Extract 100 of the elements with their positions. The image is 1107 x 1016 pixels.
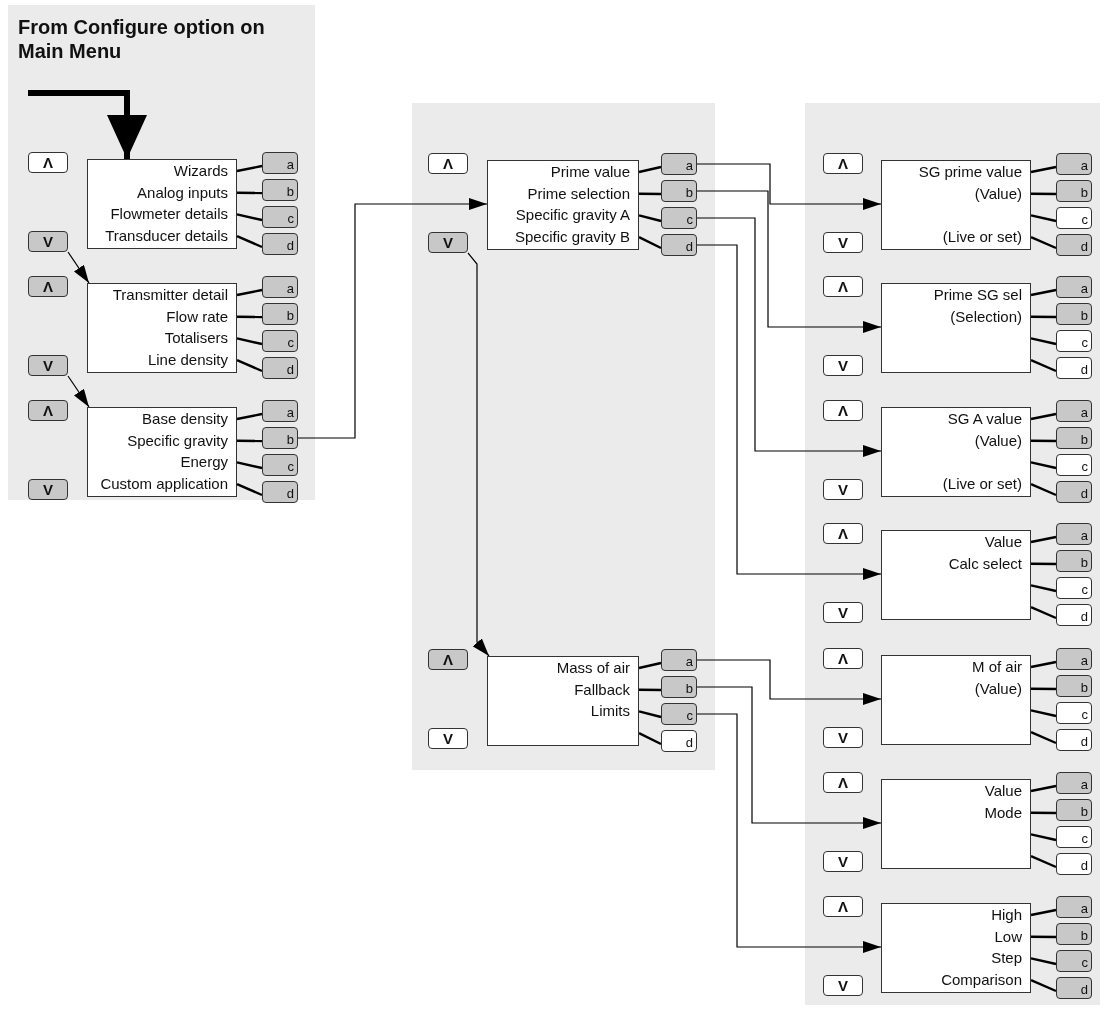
- soft-key: a: [661, 649, 697, 671]
- soft-key: d: [1056, 357, 1092, 379]
- down-key: V: [823, 355, 863, 376]
- soft-key: a: [1056, 772, 1092, 794]
- menu-screen: [881, 903, 1031, 993]
- soft-key: b: [661, 180, 697, 202]
- menu-item-label: (Live or set): [942, 474, 1022, 495]
- menu-item-label: Prime SG sel: [933, 285, 1022, 305]
- connector-line: [1030, 855, 1057, 869]
- menu-item-label: Comparison: [941, 970, 1022, 991]
- menu-screen: [881, 530, 1031, 620]
- soft-key: c: [1056, 702, 1092, 724]
- menu-item-label: Low: [994, 926, 1022, 947]
- down-key: V: [28, 355, 68, 376]
- soft-key: a: [1056, 523, 1092, 545]
- connector-line: [1030, 214, 1057, 223]
- up-key: Λ: [823, 896, 863, 917]
- soft-key: c: [661, 703, 697, 725]
- soft-key: c: [262, 454, 298, 476]
- connector-line: [1031, 935, 1056, 939]
- menu-item-label: Flow rate: [166, 306, 228, 327]
- soft-key: c: [262, 330, 298, 352]
- soft-key: d: [262, 233, 298, 255]
- soft-key: d: [661, 730, 697, 752]
- soft-key: a: [262, 152, 298, 174]
- connector-line: [1031, 315, 1056, 319]
- up-key: Λ: [823, 153, 863, 174]
- soft-key: b: [262, 427, 298, 449]
- soft-key: a: [1056, 276, 1092, 298]
- connector-line: [1030, 337, 1057, 346]
- soft-key: b: [1056, 799, 1092, 821]
- menu-screen: [87, 159, 237, 249]
- menu-item-label: Specific gravity: [127, 430, 228, 451]
- menu-item-label: High: [991, 905, 1022, 925]
- up-key: Λ: [823, 772, 863, 793]
- up-key: Λ: [428, 649, 468, 670]
- connector-line: [237, 315, 262, 319]
- soft-key: a: [262, 400, 298, 422]
- menu-item-label: Specific gravity B: [514, 227, 630, 248]
- menu-item-label: Totalisers: [164, 328, 228, 349]
- connector-line: [638, 236, 662, 250]
- connector-line: [237, 439, 262, 443]
- soft-key: c: [1056, 826, 1092, 848]
- menu-item-label: M of air: [972, 657, 1022, 677]
- connector-line: [1030, 461, 1057, 470]
- connector-line: [236, 359, 263, 373]
- connector-line: [1030, 236, 1057, 250]
- arrow: [67, 375, 90, 408]
- arrow: [696, 190, 882, 333]
- menu-screen: [881, 283, 1031, 373]
- arrow: [467, 252, 490, 657]
- connector-line: [638, 661, 662, 670]
- down-key: V: [823, 851, 863, 872]
- down-key: V: [428, 232, 468, 253]
- connector-line: [1030, 784, 1057, 793]
- menu-item-label: SG prime value: [918, 162, 1022, 182]
- arrow: [67, 251, 90, 284]
- soft-key: a: [661, 153, 697, 175]
- soft-key: d: [1056, 481, 1092, 503]
- down-key: V: [428, 728, 468, 749]
- connector-line: [237, 191, 262, 195]
- connector-line: [1030, 584, 1057, 593]
- connector-line: [236, 461, 263, 470]
- connector-line: [236, 337, 263, 346]
- down-key: V: [28, 231, 68, 252]
- menu-item-label: (Value): [974, 430, 1022, 451]
- soft-key: b: [1056, 550, 1092, 572]
- up-key: Λ: [823, 523, 863, 544]
- up-key: Λ: [428, 153, 468, 174]
- menu-item-label: Calc select: [948, 553, 1022, 574]
- connector-line: [1030, 660, 1057, 669]
- down-key: V: [823, 232, 863, 253]
- connector-line: [1030, 412, 1057, 421]
- menu-item-label: Value: [984, 532, 1022, 552]
- up-key: Λ: [28, 276, 68, 297]
- down-key: V: [823, 975, 863, 996]
- soft-key: b: [1056, 303, 1092, 325]
- connector-line: [1031, 192, 1056, 196]
- up-key: Λ: [823, 276, 863, 297]
- up-key: Λ: [823, 648, 863, 669]
- menu-item-label: Wizards: [173, 161, 228, 181]
- connector-line: [639, 192, 661, 196]
- soft-key: c: [1056, 454, 1092, 476]
- connector-line: [638, 165, 662, 174]
- connector-line: [236, 412, 263, 421]
- menu-item-label: (Value): [974, 678, 1022, 699]
- connector-line: [236, 213, 263, 222]
- heading-text: From Configure option on Main Menu: [18, 15, 308, 63]
- soft-key: a: [1056, 896, 1092, 918]
- menu-item-label: Step: [991, 948, 1022, 969]
- connector-line: [1030, 165, 1057, 174]
- connector-line: [1030, 957, 1057, 966]
- soft-key: a: [1056, 153, 1092, 175]
- connector-line: [638, 214, 662, 223]
- down-key: V: [823, 479, 863, 500]
- menu-item-label: Fallback: [574, 679, 630, 700]
- connector-line: [1030, 606, 1057, 620]
- connector-line: [638, 710, 662, 719]
- soft-key: c: [1056, 950, 1092, 972]
- menu-screen: [881, 160, 1031, 250]
